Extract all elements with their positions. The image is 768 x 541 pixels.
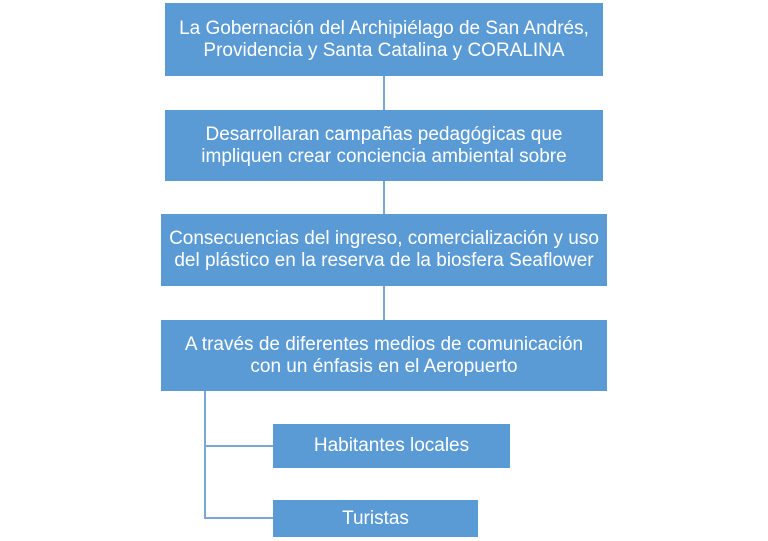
node-turistas: Turistas <box>273 500 478 537</box>
connector-trunk <box>204 391 206 519</box>
connector-3-4 <box>383 286 385 320</box>
connector-branch-6 <box>204 517 273 519</box>
connector-1-2 <box>383 76 385 110</box>
connector-branch-5 <box>204 445 273 447</box>
node-medios-comunicacion: A través de diferentes medios de comunic… <box>161 320 607 391</box>
node-habitantes-locales: Habitantes locales <box>273 424 510 468</box>
connector-2-3 <box>383 181 385 214</box>
node-gobernacion-coralina: La Gobernación del Archipiélago de San A… <box>165 3 603 76</box>
node-campanas-pedagogicas: Desarrollaran campañas pedagógicas que i… <box>165 110 603 181</box>
node-consecuencias-plastico: Consecuencias del ingreso, comercializac… <box>161 214 607 286</box>
